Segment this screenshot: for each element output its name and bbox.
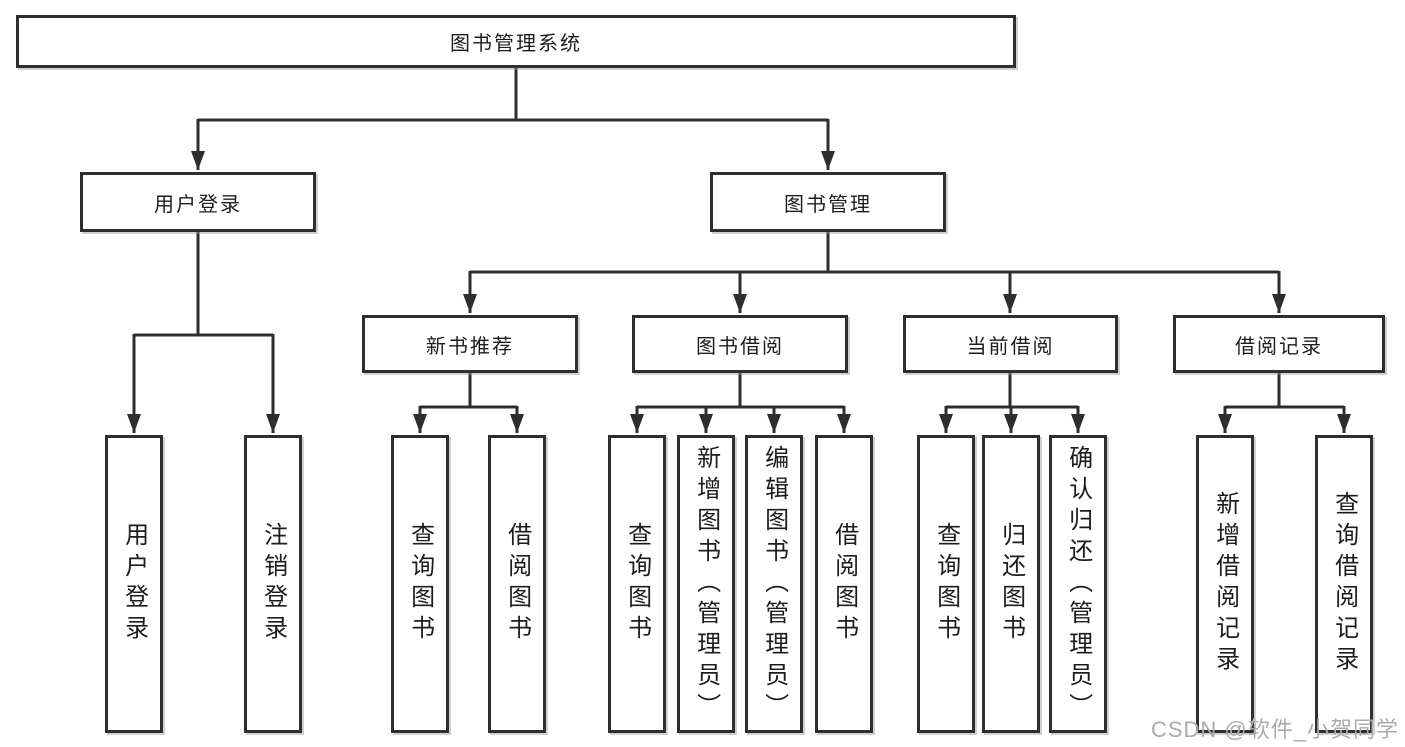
node-borrowing-records: 借阅记录 [1173,315,1385,373]
node-new-book-recommend: 新书推荐 [362,315,578,373]
leaf-logout: 注销登录 [244,435,302,733]
csdn-watermark: CSDN @软件_小贺同学 [1150,717,1399,742]
connector-user-login-to-leaves [127,232,280,433]
leaf-query-borrow-record: 查询借阅记录 [1315,435,1373,733]
leaf-return-books: 归还图书 [982,435,1040,733]
node-book-borrowing: 图书借阅 [632,315,848,373]
node-current-borrowing: 当前借阅 [903,315,1118,373]
leaf-user-login: 用户登录 [105,435,163,733]
connector-root-to-level2 [191,67,835,170]
connector-borrow-record-to-leaves [1218,373,1351,433]
leaf-add-books-admin: 新增图书（管理员） [677,435,735,733]
leaf-newbook-query-books: 查询图书 [391,435,449,733]
node-book-management-group: 图书管理 [710,172,946,232]
leaf-confirm-return-admin: 确认归还（管理员） [1049,435,1107,733]
connector-current-borrow-to-leaves [939,373,1085,433]
leaf-borrow-books: 借阅图书 [815,435,873,733]
connector-book-borrow-to-leaves [630,373,851,433]
connector-book-mgmt-to-level3 [463,232,1286,313]
leaf-newbook-borrow-books: 借阅图书 [488,435,546,733]
leaf-current-query-books: 查询图书 [917,435,975,733]
node-root-system: 图书管理系统 [16,15,1016,68]
node-user-login-group: 用户登录 [80,172,316,232]
leaf-edit-books-admin: 编辑图书（管理员） [745,435,803,733]
leaf-add-borrow-record: 新增借阅记录 [1196,435,1254,733]
connector-new-book-to-leaves [413,373,524,433]
leaf-borrow-query-books: 查询图书 [608,435,666,733]
